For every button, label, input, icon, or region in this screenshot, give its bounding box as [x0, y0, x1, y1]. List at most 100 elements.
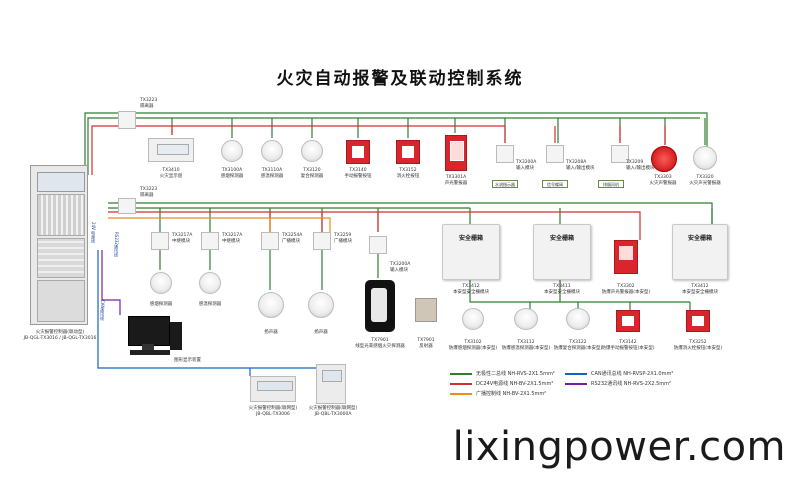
controller-keypad — [37, 194, 85, 236]
beam-model: TX7901 — [371, 338, 389, 343]
ex-device-name-4: 防爆声光警报器(本安型) — [601, 290, 651, 295]
fire-sounder-top[interactable] — [651, 146, 677, 172]
safety-box-model-1: TX3411 — [553, 284, 571, 289]
ex-device-name-3: 防爆手动报警按钮(本安型) — [601, 346, 655, 351]
monitor-b-model: JB-QBL-TX3000A — [314, 412, 352, 417]
isolator-mid-name: 隔离器 — [140, 193, 154, 198]
top-device-name-5: 消火栓按钮 — [396, 174, 420, 179]
mid-device-name-1: 中继模块 — [222, 239, 240, 244]
mid-device-name-0: 中继模块 — [172, 239, 190, 244]
safety-barrier-box-1[interactable]: 安全栅箱 — [442, 224, 500, 280]
legend-item-3: CAN通讯总线 NH-RVSP-2X1.0mm² — [565, 371, 673, 378]
ex-manual-call-point[interactable] — [616, 310, 640, 332]
mid-device-name-3: 广播模块 — [334, 239, 352, 244]
top-device-name-0: 火灾显示盘 — [159, 174, 183, 179]
controller-base — [37, 280, 85, 322]
rs232-purple — [101, 250, 121, 315]
ex-device-model-1: TX3112 — [517, 340, 535, 345]
io-module-top-1[interactable] — [546, 145, 564, 163]
broadcast-module-2[interactable] — [313, 232, 331, 250]
isolator-top-model: TX3223 — [140, 98, 158, 103]
top-device-model-8: TX3208A — [566, 160, 587, 165]
ex-device-model-0: TX3102 — [464, 340, 482, 345]
top-device-name-6: 声光警报器 — [444, 181, 468, 186]
controller-cabinet[interactable] — [30, 165, 88, 325]
top-device-model-1: TX3100A — [221, 168, 243, 173]
beam-reflector[interactable] — [415, 298, 437, 322]
controller-model: JB-QGL-TX3016 / JB-QGL-TX3016 — [23, 336, 97, 341]
controller-side-label-2: CAN通讯线 — [100, 300, 105, 321]
controller-panel — [37, 238, 85, 278]
ex-device-name-1: 防爆感温探测器(本安型) — [501, 346, 551, 351]
safety-box-name-1: 本安型安全栅模块 — [544, 290, 580, 295]
controller-name: 火灾报警控制器(联动型) — [35, 330, 85, 335]
mid-device-model-4: TX3200A — [390, 262, 411, 267]
speaker-2[interactable] — [308, 292, 334, 318]
ex-hydrant-button[interactable] — [686, 310, 710, 332]
reflector-name: 反射器 — [419, 344, 433, 349]
safety-barrier-box-2[interactable]: 安全栅箱 — [533, 224, 591, 280]
mid-detector-name-0: 感烟探测器 — [149, 302, 173, 307]
ex-combo-detector[interactable] — [566, 308, 590, 330]
beam-detector[interactable] — [365, 280, 395, 332]
controller-side-label-1: RS232通讯线 — [114, 232, 119, 257]
strobe-sounder-top[interactable] — [445, 135, 467, 171]
fire-display-panel[interactable] — [148, 138, 194, 162]
speaker-1[interactable] — [258, 292, 284, 318]
graphic-station-name: 图形显示装置 — [174, 358, 201, 363]
top-device-model-6: TX3301A — [445, 175, 467, 180]
input-module-mid[interactable] — [369, 236, 387, 254]
broadcast-orange — [108, 217, 331, 232]
top-device-name-8: 输入/输出模块 — [566, 166, 595, 171]
smoke-detector-mid[interactable] — [150, 272, 172, 294]
controller-screen — [37, 172, 85, 192]
mid-device-name-2: 广播模块 — [282, 239, 300, 244]
relay-module-2[interactable] — [201, 232, 219, 250]
relay-module-1[interactable] — [151, 232, 169, 250]
networked-panel-b[interactable] — [316, 364, 346, 404]
broadcast-module-1[interactable] — [261, 232, 279, 250]
top-device-model-3: TX3120 — [303, 168, 321, 173]
graphic-station-monitor[interactable] — [128, 316, 170, 346]
linked-equipment-2: 排烟风机 — [598, 180, 624, 188]
ex-smoke-detector[interactable] — [462, 308, 484, 330]
mid-device-model-1: TX3217A — [222, 233, 243, 238]
graphic-station-stand — [142, 344, 154, 350]
monitor-b-name: 火灾报警控制器(联网型) — [308, 406, 358, 411]
top-device-name-3: 复合探测器 — [300, 174, 324, 179]
can-bus-blue — [97, 250, 321, 376]
ex-device-name-0: 防爆感烟探测器(本安型) — [448, 346, 498, 351]
top-device-name-11: 火灾声光警报器 — [689, 181, 721, 186]
combo-detector-top[interactable] — [301, 140, 323, 162]
heat-detector-mid[interactable] — [199, 272, 221, 294]
heat-detector-top[interactable] — [261, 140, 283, 162]
top-device-model-4: TX3140 — [349, 168, 367, 173]
ex-heat-detector[interactable] — [514, 308, 538, 330]
page-title: 火灾自动报警及联动控制系统 — [276, 69, 524, 89]
networked-panel-a[interactable] — [250, 376, 296, 402]
ex-device-model-3: TX3142 — [619, 340, 637, 345]
legend-item-4: RS232通讯线 NH-RVS-2X2.5mm² — [565, 381, 671, 388]
hydrant-button-top[interactable] — [396, 140, 420, 164]
ex-device-name-2: 防爆复合探测器(本安型) — [553, 346, 603, 351]
legend-item-2: 广播控制线 NH-BV-2X1.5mm² — [450, 391, 546, 398]
safety-box-model-0: TX3412 — [462, 284, 480, 289]
manual-call-point-top[interactable] — [346, 140, 370, 164]
speaker-name-1: 扬声器 — [314, 330, 328, 335]
isolator-top[interactable] — [118, 111, 136, 129]
input-module-top[interactable] — [496, 145, 514, 163]
io-module-top-2[interactable] — [611, 145, 629, 163]
isolator-mid[interactable] — [118, 198, 136, 214]
top-bus-green-2 — [87, 117, 700, 175]
top-device-name-7: 输入模块 — [516, 166, 534, 171]
fire-strobe-top[interactable] — [693, 146, 717, 170]
linked-equipment-0: 水流指示器 — [492, 180, 518, 188]
top-device-model-11: TX3320 — [696, 175, 714, 180]
safety-barrier-box-3[interactable]: 安全栅箱 — [672, 224, 728, 280]
legend-item-0: 无极性二总线 NH-RVS-2X1.5mm² — [450, 371, 555, 378]
smoke-detector-top[interactable] — [221, 140, 243, 162]
mid-device-model-0: TX3217A — [172, 233, 193, 238]
ex-strobe[interactable] — [614, 240, 638, 274]
reflector-model: TX7901 — [417, 338, 435, 343]
